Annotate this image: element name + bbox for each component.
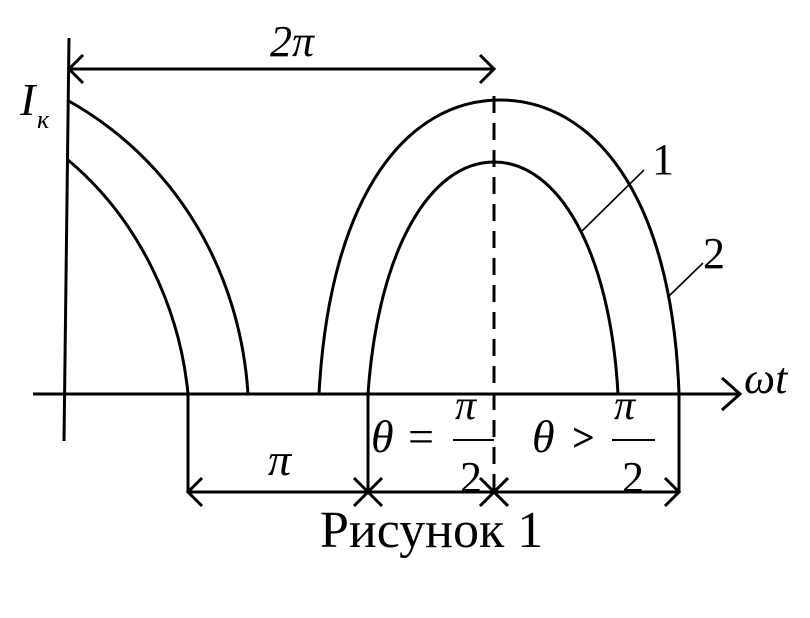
curve-2-leader-line (667, 262, 704, 298)
curve-2-label: 2 (703, 229, 725, 278)
y-axis (62, 37, 71, 442)
y-axis-label: I (19, 74, 38, 125)
two-pi-right-arrowhead (478, 53, 497, 85)
inner-pulse-curve-1 (366, 160, 620, 395)
x-axis-label: ωt (744, 354, 789, 403)
theta-gt-denominator: 2 (622, 453, 644, 502)
curve-1-leader-line (581, 169, 645, 232)
theta-eq-label: θ = (371, 411, 436, 462)
two-pi-left-arrowhead (66, 53, 85, 85)
theta-gt-right-arrowhead (663, 476, 682, 508)
theta-eq-denominator: 2 (460, 453, 482, 502)
left-inner-pulse (67, 158, 190, 395)
curve-1-label: 1 (652, 135, 674, 184)
left-outer-pulse (66, 98, 250, 395)
theta-gt-left-arrowhead (491, 476, 510, 508)
theta-eq-left-arrowhead (365, 476, 384, 508)
theta-gt-numerator: π (614, 383, 636, 429)
theta-gt-sign: > (572, 415, 595, 460)
outer-pulse-curve-2 (317, 98, 681, 395)
two-pi-label: 2π (270, 17, 316, 66)
y-axis-subscript: к (37, 105, 50, 134)
pi-left-arrowhead (185, 476, 204, 508)
pi-label: π (268, 434, 293, 485)
figure-caption: Рисунок 1 (320, 502, 543, 559)
theta-gt-label: θ (532, 411, 555, 462)
x-axis-arrowhead (721, 376, 743, 412)
theta-eq-numerator: π (455, 383, 477, 429)
